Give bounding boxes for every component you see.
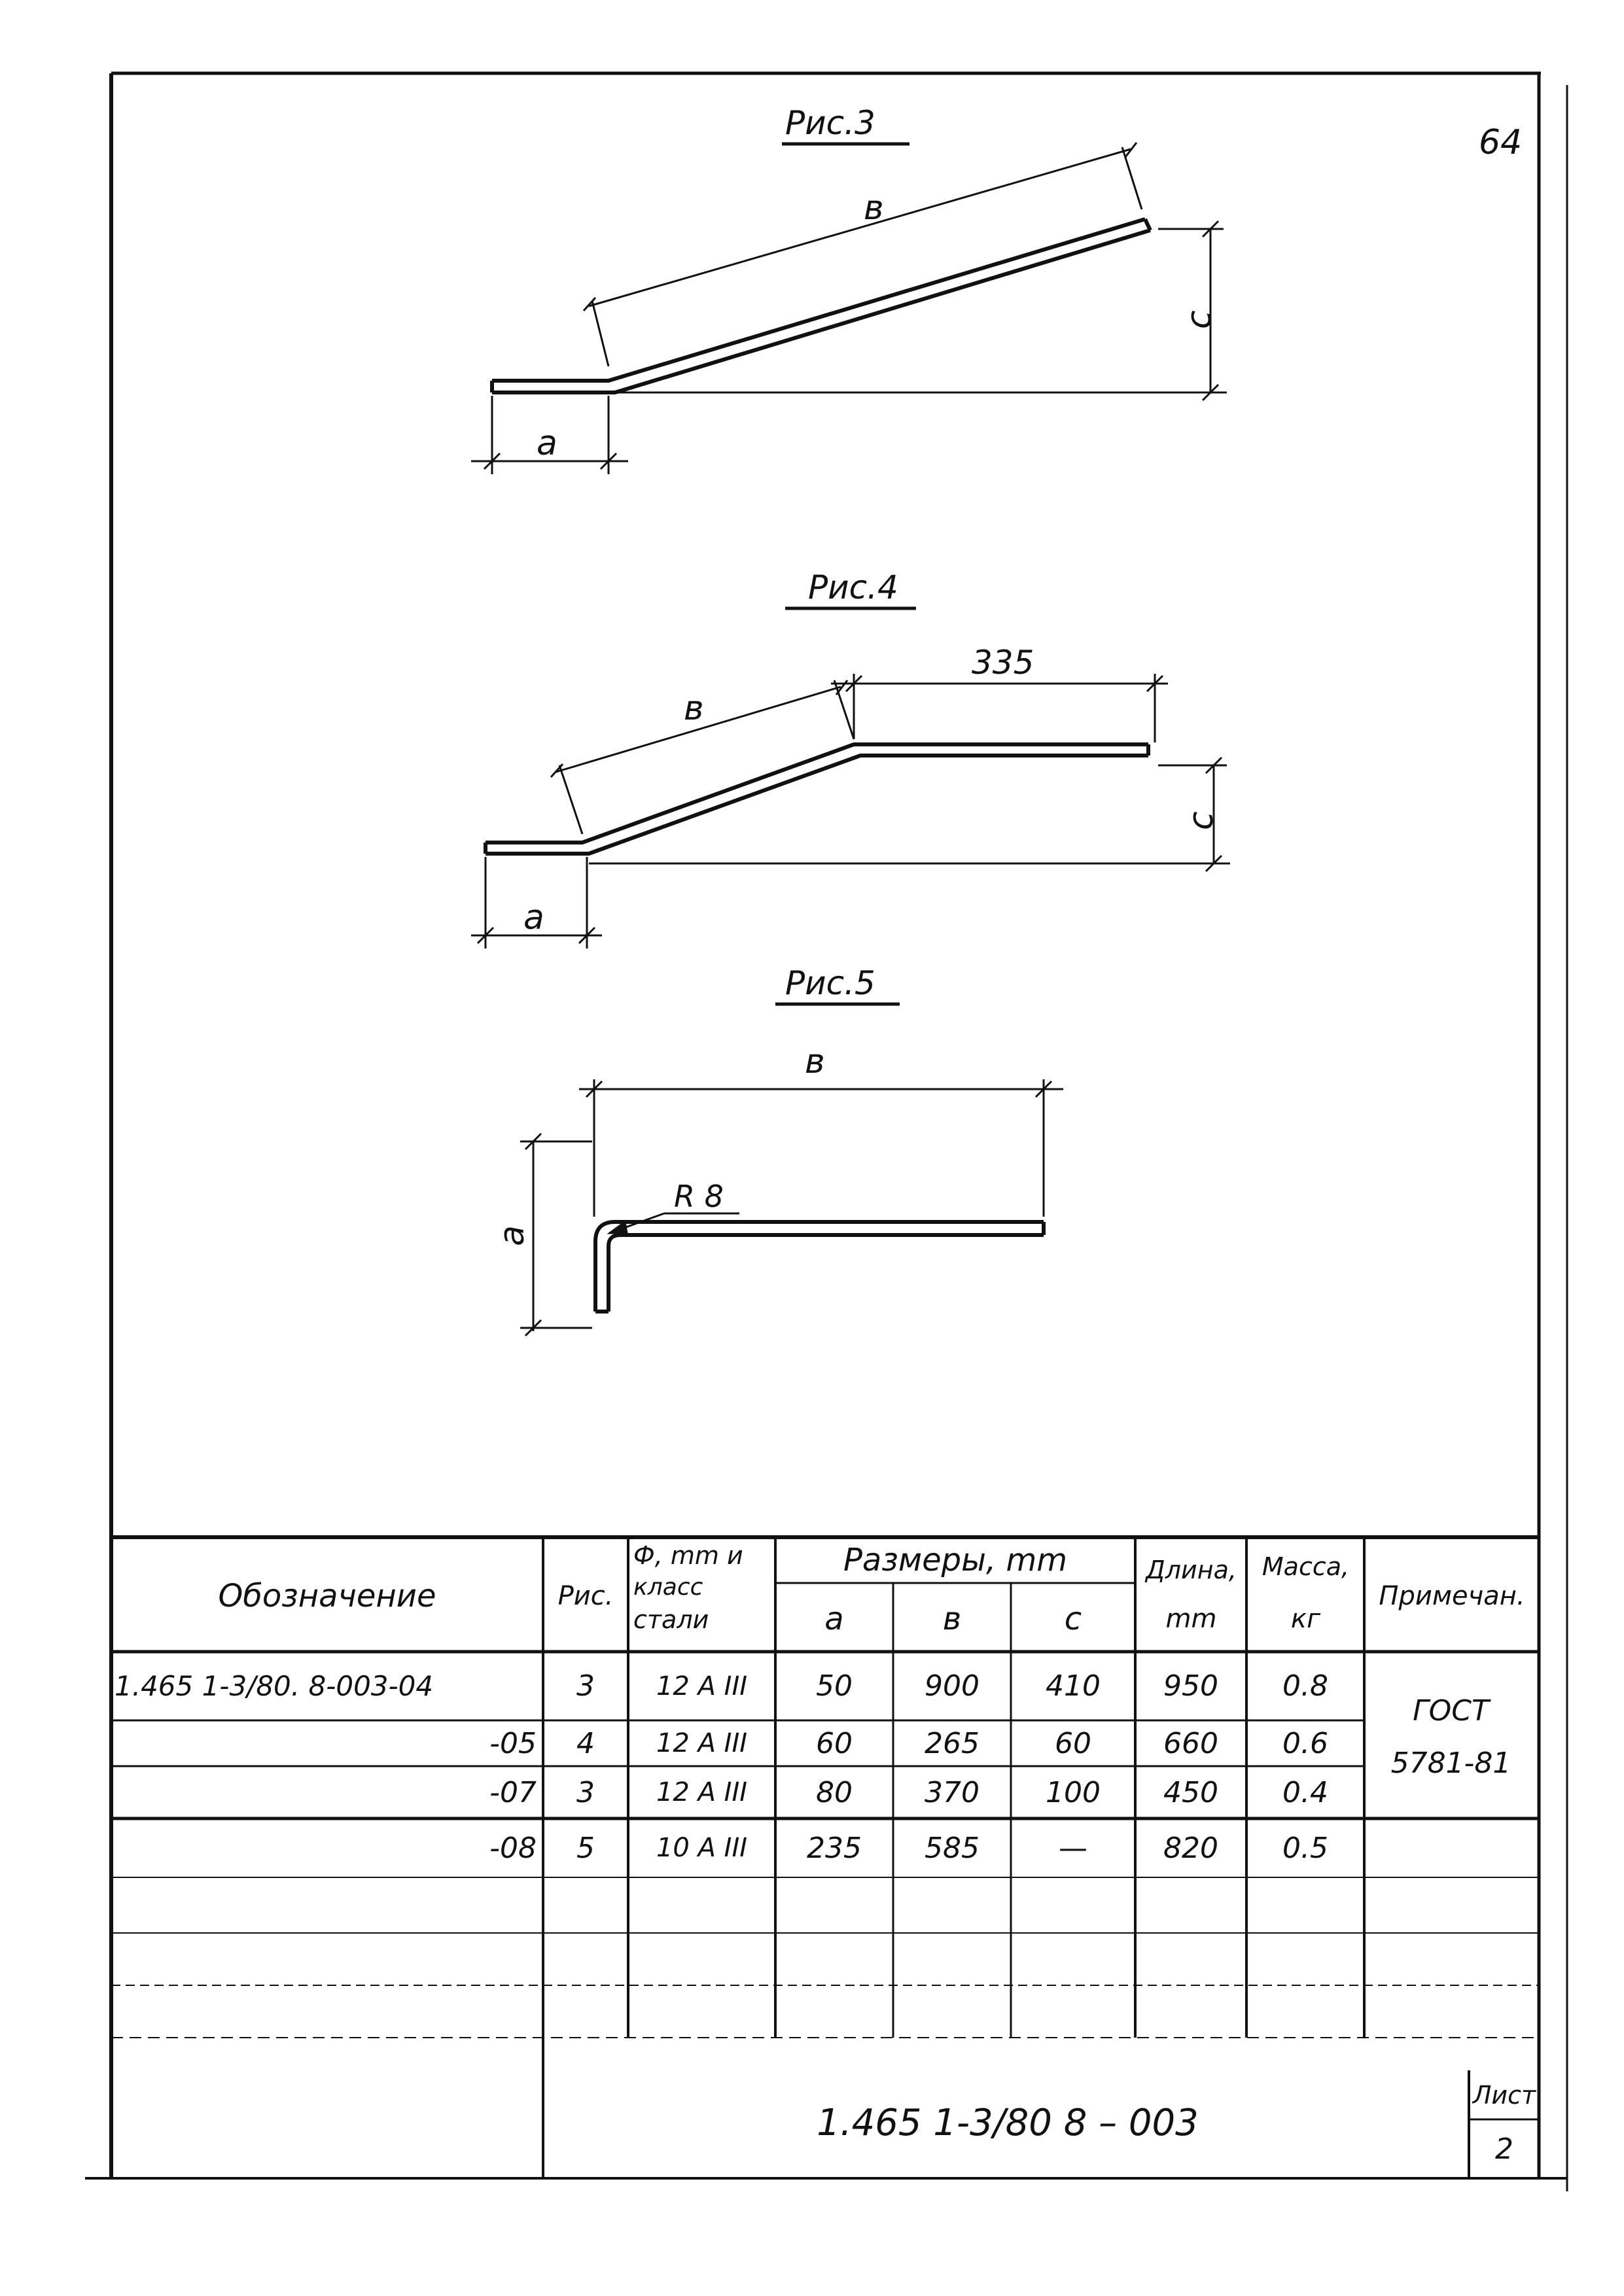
figure-5-caption: Рис.5 <box>785 964 875 1002</box>
row-b: 370 <box>925 1775 980 1809</box>
row-steel: 12 A III <box>656 1728 748 1758</box>
header-designation: Обозначение <box>218 1578 436 1614</box>
figure-3-caption: Рис.3 <box>785 104 875 142</box>
row-mass: 0.8 <box>1282 1669 1328 1703</box>
row-steel: 12 A III <box>656 1671 748 1701</box>
header-note: Примечан. <box>1379 1581 1525 1611</box>
header-length-line2: mm <box>1165 1604 1217 1634</box>
row-c: — <box>1059 1831 1087 1865</box>
row-figure: 3 <box>576 1669 595 1703</box>
figure-5-label-radius: R 8 <box>674 1179 724 1214</box>
figure-3-label-a: а <box>537 424 557 463</box>
row-b: 900 <box>925 1669 980 1703</box>
row-length: 820 <box>1163 1831 1218 1865</box>
header-size-a: а <box>824 1601 844 1637</box>
title-block-code: 1.465 1-3/80 8 – 003 <box>817 2101 1199 2144</box>
figure-4-dim-b <box>550 680 855 835</box>
figure-3-dim-b <box>582 142 1143 367</box>
figure-3-label-c: с <box>1180 310 1219 329</box>
header-steel-line2: класс <box>633 1573 703 1601</box>
header-steel-line3: стали <box>633 1605 709 1634</box>
header-size-b: в <box>942 1601 962 1637</box>
figure-4-caption: Рис.4 <box>808 568 898 606</box>
sheet-label: Лист <box>1472 2081 1536 2110</box>
figure-5-dim-a <box>520 1132 592 1337</box>
figure-5: Рис.5 в <box>493 964 1063 1337</box>
figure-3: Рис.3 в <box>471 104 1227 474</box>
figure-3-dim-c <box>615 220 1227 402</box>
row-length: 660 <box>1163 1726 1218 1760</box>
row-steel: 10 A III <box>656 1833 748 1863</box>
figure-4-label-c: с <box>1182 811 1221 830</box>
row-designation: 1.465 1-3/80. 8-003-04 <box>115 1670 434 1702</box>
header-mass-line2: кг <box>1290 1604 1321 1634</box>
header-sizes: Размеры, mm <box>843 1542 1068 1578</box>
figure-5-dim-b <box>579 1079 1063 1217</box>
figure-5-bar <box>593 1220 1046 1313</box>
page-number: 64 <box>1479 123 1522 162</box>
figure-4-dim-a <box>471 857 602 948</box>
row-designation: -05 <box>489 1726 537 1760</box>
row-a: 60 <box>816 1726 853 1760</box>
row-c: 100 <box>1046 1775 1101 1809</box>
row-length: 450 <box>1163 1775 1218 1809</box>
figure-3-label-b: в <box>864 188 884 228</box>
figure-3-dim-a <box>471 396 628 474</box>
figure-4-bar <box>484 742 1150 856</box>
figure-5-label-b: в <box>805 1042 825 1081</box>
header-figure: Рис. <box>557 1581 614 1611</box>
row-mass: 0.4 <box>1282 1775 1328 1809</box>
row-figure: 3 <box>576 1775 595 1809</box>
header-size-c: с <box>1064 1601 1082 1637</box>
figure-4-label-a: а <box>523 898 544 937</box>
figure-5-label-a: а <box>493 1225 532 1246</box>
row-designation: -08 <box>489 1831 537 1865</box>
figure-4-dim-c <box>589 756 1230 873</box>
figure-4-dim-flat <box>831 674 1168 742</box>
row-length: 950 <box>1163 1669 1218 1703</box>
row-designation: -07 <box>489 1775 537 1809</box>
header-length-line1: Длина, <box>1146 1556 1237 1584</box>
row-a: 235 <box>807 1831 862 1865</box>
row-c: 60 <box>1055 1726 1091 1760</box>
row-mass: 0.6 <box>1282 1726 1328 1760</box>
row-figure: 4 <box>576 1726 595 1760</box>
figure-4-label-b: в <box>684 689 704 728</box>
figure-4-label-335: 335 <box>972 644 1034 682</box>
row-a: 50 <box>816 1669 853 1703</box>
header-mass-line1: Масса, <box>1262 1552 1350 1581</box>
row-c: 410 <box>1046 1669 1101 1703</box>
figure-5-radius-leader <box>607 1212 739 1234</box>
row-steel: 12 A III <box>656 1777 748 1807</box>
specification-table-grid <box>111 1535 1539 2178</box>
note-standard-line1: ГОСТ <box>1413 1694 1489 1728</box>
header-steel-line1: Ф, mm и <box>633 1541 743 1570</box>
row-a: 80 <box>816 1775 853 1809</box>
note-standard-line2: 5781-81 <box>1390 1746 1511 1780</box>
sheet-frame <box>85 71 1568 2191</box>
figure-4: Рис.4 в <box>471 568 1230 948</box>
row-b: 585 <box>925 1831 980 1865</box>
sheet-number: 2 <box>1495 2132 1513 2166</box>
row-mass: 0.5 <box>1282 1831 1328 1865</box>
row-figure: 5 <box>576 1831 595 1865</box>
row-b: 265 <box>925 1726 980 1760</box>
